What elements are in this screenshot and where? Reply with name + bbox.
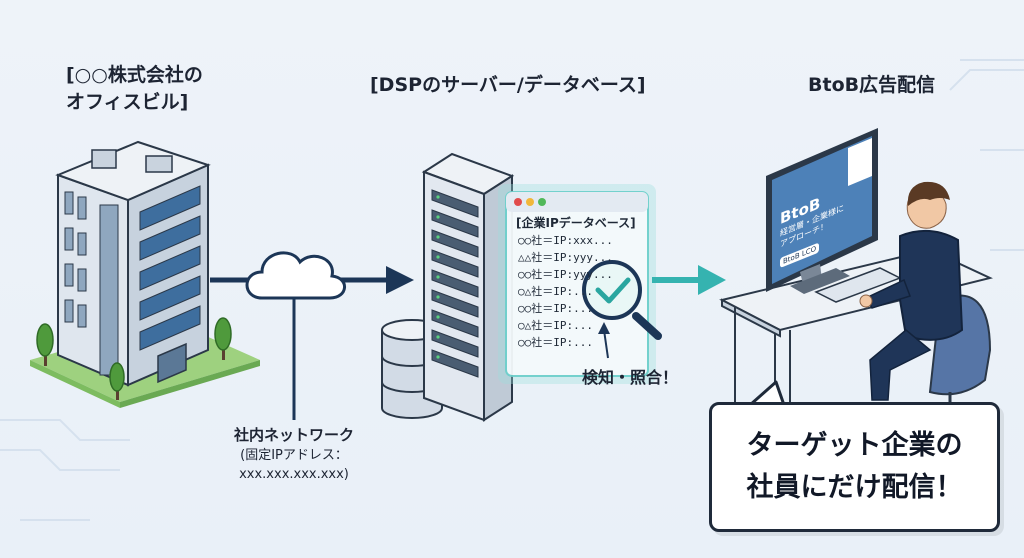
db-row: ○△社＝IP:... (518, 319, 593, 332)
db-rows: ○○社＝IP:xxx... △△社＝IP:yyy... ○○社＝IP:yyy..… (518, 232, 618, 351)
businessman (859, 181, 992, 432)
db-row: ○○社＝IP:xxx... (518, 234, 613, 247)
network-label: 社内ネットワーク (233, 426, 354, 444)
db-row: ○○社＝IP:yyy... (518, 268, 613, 281)
db-title: [企業IPデータベース] (516, 216, 636, 230)
office-building (30, 140, 260, 408)
monitor (766, 128, 902, 303)
db-row: △△社＝IP:yyy... (518, 251, 613, 264)
network-label-group: 社内ネットワーク (固定IPアドレス： xxx.xxx.xxx.xxx) (204, 424, 384, 484)
teal-arrow-icon (652, 265, 726, 295)
arrow-right-icon (386, 266, 414, 294)
cloud-icon (245, 251, 346, 300)
circuit-decoration (0, 59, 1024, 521)
network-ip-label: (固定IPアドレス： (240, 448, 348, 463)
db-row: ○△社＝IP:... (518, 285, 593, 298)
speech-bubble: ターゲット企業の 社員にだけ配信！ (709, 402, 1000, 532)
db-row: ○○社＝IP:... (518, 336, 593, 349)
magnifier-check-icon (582, 260, 662, 340)
office-title: [○○株式会社の オフィスビル] (66, 64, 203, 113)
bubble-text: ターゲット企業の 社員にだけ配信！ (746, 430, 963, 503)
network-ip-value: xxx.xxx.xxx.xxx) (239, 467, 349, 482)
btob-title: BtoB広告配信 (808, 74, 936, 96)
network-path (210, 251, 414, 420)
dsp-title: [DSPのサーバー/データベース] (370, 74, 646, 96)
ip-database-panel (498, 184, 656, 384)
server-rack (421, 152, 515, 422)
db-row: ○○社＝IP:... (518, 302, 593, 315)
detect-label: 検知・照合！ (582, 368, 679, 387)
